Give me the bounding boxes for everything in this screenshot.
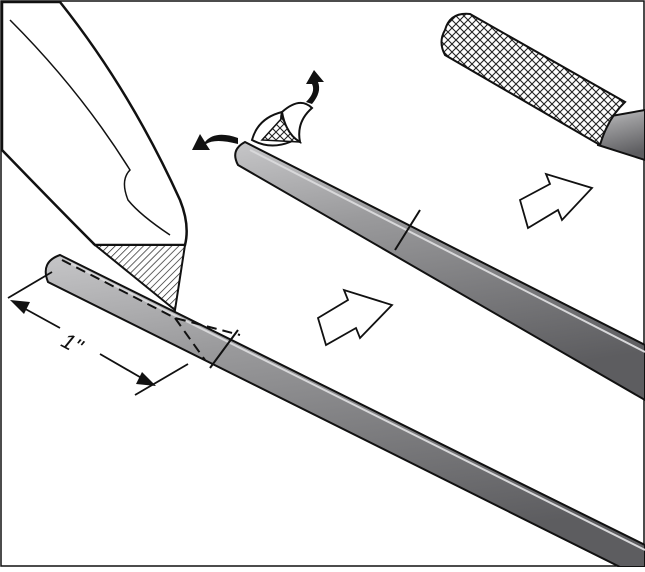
direction-arrow-upper-icon (520, 174, 592, 228)
dimension-arrow-line-right (100, 354, 145, 380)
dimension-arrowhead-right-icon (136, 372, 156, 386)
middle-cable-body (235, 142, 645, 400)
braided-cable (442, 14, 645, 160)
middle-cable-highlight (250, 150, 645, 352)
dimension-arrowhead-left-icon (10, 300, 30, 314)
utility-knife (2, 2, 187, 310)
peel-arrow-left-icon (192, 134, 238, 150)
dimension-label: 1" (57, 328, 87, 360)
direction-arrow-lower-icon (318, 290, 392, 345)
knife-handle (2, 2, 187, 245)
dimension-extension-left (8, 272, 52, 298)
peel-arrow-up-icon (306, 70, 324, 104)
braided-shield (442, 14, 626, 145)
